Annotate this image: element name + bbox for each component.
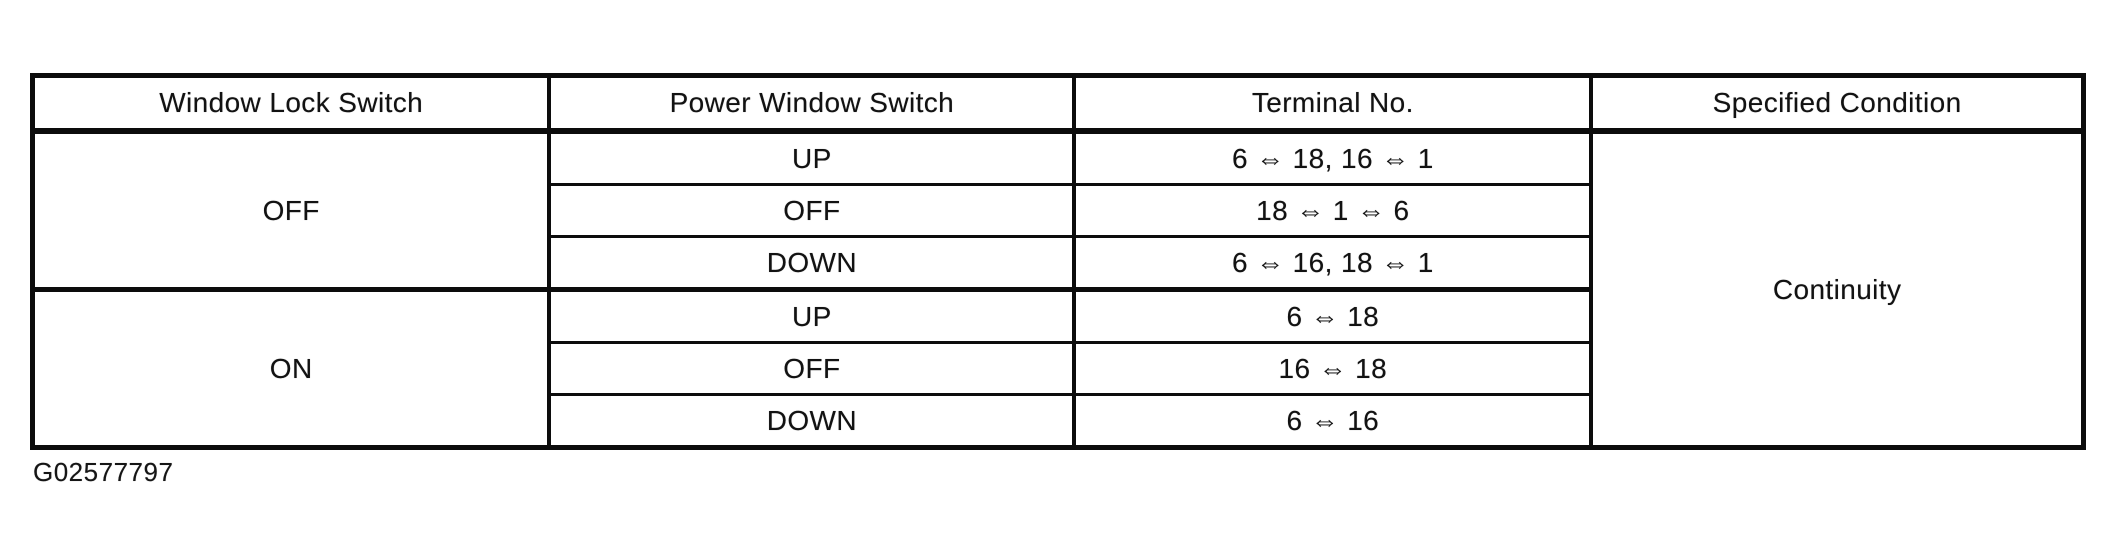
table-row: OFF 16 ⇔ 18 <box>33 341 2084 396</box>
window-lock-on-cell: ON <box>30 287 552 449</box>
table-row: OFF 18 ⇔ 1 ⇔ 6 <box>33 183 2084 238</box>
terminal-cell: 6 ⇔ 18 <box>1072 287 1594 344</box>
header-row: Window Lock Switch Power Window Switch T… <box>30 74 2086 134</box>
col-header-terminal-no: Terminal No. <box>1072 74 1594 134</box>
power-window-cell: UP <box>547 129 1077 186</box>
terminal-cell: 18 ⇔ 1 ⇔ 6 <box>1072 183 1594 238</box>
col-header-window-lock-switch: Window Lock Switch <box>30 74 552 134</box>
switch-continuity-table: Window Lock Switch Power Window Switch T… <box>30 73 2086 450</box>
figure-id: G02577797 <box>33 457 174 487</box>
power-window-cell: OFF <box>547 183 1077 238</box>
power-window-cell: UP <box>547 287 1077 344</box>
window-lock-off-cell: OFF <box>30 129 552 291</box>
terminal-cell: 6 ⇔ 16, 18 ⇔ 1 <box>1072 235 1594 291</box>
power-window-cell: OFF <box>547 341 1077 396</box>
terminal-cell: 6 ⇔ 18, 16 ⇔ 1 <box>1072 129 1594 186</box>
table-row: DOWN 6 ⇔ 16 <box>33 393 2084 449</box>
col-header-power-window-switch: Power Window Switch <box>547 74 1077 134</box>
col-header-specified-condition: Specified Condition <box>1589 74 2086 134</box>
power-window-cell: DOWN <box>547 393 1077 449</box>
terminal-cell: 6 ⇔ 16 <box>1072 393 1594 449</box>
specified-condition-cell: Continuity <box>1589 131 2086 449</box>
power-window-cell: DOWN <box>547 235 1077 291</box>
table-row: ON UP 6 ⇔ 18 <box>30 287 2084 449</box>
table-row: OFF UP 6 ⇔ 18, 16 ⇔ 1 Continuity <box>30 129 2086 449</box>
table-row: DOWN 6 ⇔ 16, 18 ⇔ 1 <box>33 235 2084 291</box>
terminal-cell: 16 ⇔ 18 <box>1072 341 1594 396</box>
